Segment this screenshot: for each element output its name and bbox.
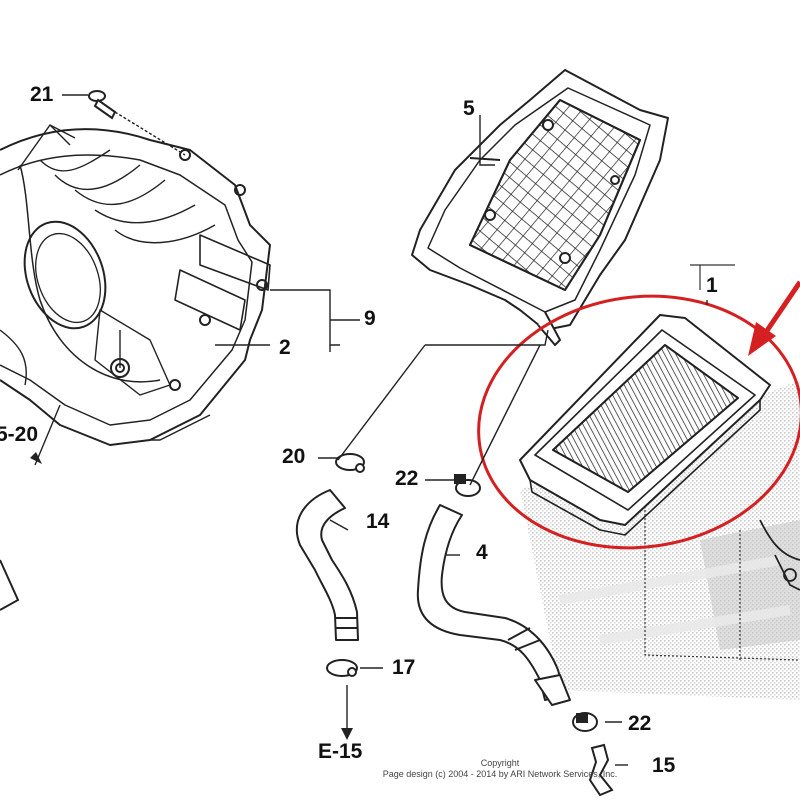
air-cleaner-cover xyxy=(411,69,669,346)
clamp-22-upper xyxy=(454,474,481,497)
callout-4: 4 xyxy=(476,541,488,564)
callout-22-upper: 22 xyxy=(395,467,419,490)
clamp-20 xyxy=(335,453,365,473)
air-cleaner-housing xyxy=(0,128,271,446)
copyright-line-1: Copyright xyxy=(480,758,520,768)
drain-plug-15 xyxy=(588,743,614,797)
clamp-17 xyxy=(326,659,358,677)
callout-5: 5 xyxy=(463,97,475,120)
halftone-shading xyxy=(520,380,800,700)
arrow-5-20 xyxy=(30,452,42,464)
left-fragment xyxy=(0,559,20,611)
callout-1: 1 xyxy=(706,274,718,297)
side-part xyxy=(759,519,800,591)
copyright-notice: Copyright Page design (c) 2004 - 2014 by… xyxy=(330,758,670,780)
hose-4 xyxy=(416,504,571,706)
leader-lines xyxy=(17,94,708,766)
callout-9: 9 xyxy=(364,307,376,330)
callout-17: 17 xyxy=(392,656,416,679)
callout-22-lower: 22 xyxy=(628,712,652,735)
callout-14: 14 xyxy=(366,510,390,533)
callout-21: 21 xyxy=(30,83,54,106)
screw-21 xyxy=(88,90,117,120)
clamp-22-lower xyxy=(572,712,598,732)
callout-2: 2 xyxy=(279,336,291,359)
callout-20: 20 xyxy=(282,445,306,468)
air-filter-element xyxy=(519,314,771,536)
assembly-box xyxy=(644,264,800,661)
reference-e-15: E-15 xyxy=(318,740,363,763)
copyright-line-2: Page design (c) 2004 - 2014 by ARI Netwo… xyxy=(382,769,618,779)
highlight-annotation xyxy=(477,280,800,550)
hose-14 xyxy=(295,489,359,641)
callout-15: 15 xyxy=(652,754,676,777)
reference-5-20: 5-20 xyxy=(0,423,39,446)
arrow-e15 xyxy=(341,728,353,740)
